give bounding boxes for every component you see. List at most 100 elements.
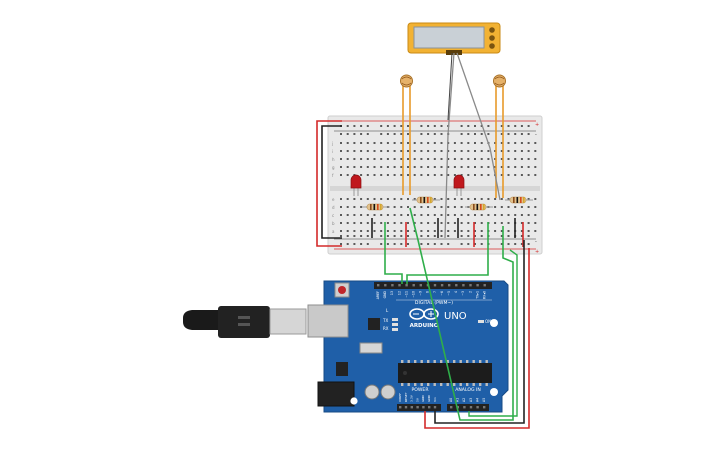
breadboard-hole[interactable]	[514, 174, 517, 176]
breadboard-hole[interactable]	[474, 235, 476, 237]
breadboard-hole[interactable]	[427, 206, 430, 208]
breadboard-hole[interactable]	[340, 235, 342, 237]
breadboard-hole[interactable]	[360, 158, 363, 160]
breadboard-hole[interactable]	[534, 158, 537, 160]
breadboard-hole[interactable]	[460, 142, 463, 144]
breadboard-hole[interactable]	[373, 198, 376, 200]
breadboard-hole[interactable]	[520, 150, 523, 152]
breadboard-hole[interactable]	[427, 158, 430, 160]
breadboard-hole[interactable]	[346, 142, 349, 144]
breadboard-hole[interactable]	[474, 158, 476, 160]
breadboard-hole[interactable]	[494, 142, 497, 144]
breadboard-hole[interactable]	[534, 174, 537, 176]
breadboard-hole[interactable]	[420, 206, 423, 208]
breadboard-hole[interactable]	[420, 125, 423, 127]
breadboard-hole[interactable]	[520, 214, 523, 216]
breadboard-hole[interactable]	[474, 230, 476, 232]
breadboard-hole[interactable]	[440, 214, 443, 216]
breadboard-hole[interactable]	[460, 230, 463, 232]
wire-black-rail-loop[interactable]	[321, 125, 342, 239]
breadboard-hole[interactable]	[366, 235, 369, 237]
breadboard-hole[interactable]	[360, 174, 363, 176]
breadboard-hole[interactable]	[420, 243, 423, 245]
breadboard-hole[interactable]	[507, 158, 510, 160]
breadboard-hole[interactable]	[460, 174, 463, 176]
breadboard-hole[interactable]	[413, 230, 416, 232]
breadboard-hole[interactable]	[386, 133, 389, 135]
breadboard-hole[interactable]	[346, 230, 349, 232]
breadboard-hole[interactable]	[453, 166, 456, 168]
analog-pin[interactable]	[483, 406, 486, 409]
breadboard-hole[interactable]	[474, 243, 476, 245]
breadboard-hole[interactable]	[413, 222, 416, 224]
wire-red-rail-loop[interactable]	[316, 120, 342, 247]
breadboard-hole[interactable]	[380, 158, 383, 160]
breadboard-hole[interactable]	[453, 150, 456, 152]
breadboard-hole[interactable]	[534, 206, 537, 208]
breadboard-hole[interactable]	[474, 166, 476, 168]
breadboard-hole[interactable]	[507, 150, 510, 152]
breadboard-hole[interactable]	[460, 198, 463, 200]
breadboard-hole[interactable]	[420, 214, 423, 216]
breadboard-hole[interactable]	[460, 243, 463, 245]
usb-plug-icon[interactable]	[183, 306, 307, 338]
power-pin[interactable]	[433, 406, 437, 409]
breadboard-hole[interactable]	[507, 235, 510, 237]
breadboard-hole[interactable]	[366, 158, 369, 160]
breadboard-hole[interactable]	[433, 150, 436, 152]
breadboard-hole[interactable]	[453, 230, 456, 232]
breadboard-hole[interactable]	[480, 222, 483, 224]
breadboard-hole[interactable]	[480, 214, 483, 216]
breadboard-hole[interactable]	[494, 166, 497, 168]
breadboard-hole[interactable]	[500, 214, 503, 216]
breadboard-hole[interactable]	[340, 158, 342, 160]
breadboard-hole[interactable]	[500, 174, 503, 176]
breadboard-hole[interactable]	[514, 214, 517, 216]
breadboard-hole[interactable]	[460, 158, 463, 160]
breadboard-hole[interactable]	[353, 222, 356, 224]
breadboard-hole[interactable]	[527, 125, 530, 127]
breadboard-hole[interactable]	[360, 125, 363, 127]
breadboard-hole[interactable]	[407, 230, 409, 232]
breadboard-hole[interactable]	[453, 206, 456, 208]
breadboard-hole[interactable]	[393, 222, 396, 224]
breadboard-hole[interactable]	[447, 150, 450, 152]
breadboard-hole[interactable]	[527, 243, 530, 245]
breadboard-hole[interactable]	[346, 150, 349, 152]
breadboard-hole[interactable]	[346, 158, 349, 160]
breadboard-hole[interactable]	[427, 235, 430, 237]
breadboard-hole[interactable]	[494, 150, 497, 152]
breadboard-hole[interactable]	[340, 198, 342, 200]
breadboard-hole[interactable]	[440, 230, 443, 232]
breadboard-hole[interactable]	[500, 158, 503, 160]
breadboard-hole[interactable]	[393, 142, 396, 144]
breadboard-hole[interactable]	[340, 222, 342, 224]
breadboard-hole[interactable]	[527, 206, 530, 208]
breadboard-hole[interactable]	[420, 150, 423, 152]
breadboard-hole[interactable]	[433, 198, 436, 200]
breadboard-hole[interactable]	[433, 166, 436, 168]
breadboard-hole[interactable]	[440, 243, 443, 245]
breadboard-hole[interactable]	[447, 166, 450, 168]
breadboard-hole[interactable]	[460, 125, 463, 127]
breadboard-hole[interactable]	[507, 125, 510, 127]
breadboard-hole[interactable]	[487, 198, 490, 200]
breadboard-hole[interactable]	[520, 222, 523, 224]
breadboard-hole[interactable]	[520, 243, 523, 245]
breadboard-hole[interactable]	[400, 158, 403, 160]
breadboard-hole[interactable]	[373, 174, 376, 176]
breadboard-hole[interactable]	[380, 198, 383, 200]
breadboard-hole[interactable]	[500, 243, 503, 245]
breadboard-hole[interactable]	[474, 133, 476, 135]
breadboard-hole[interactable]	[527, 198, 530, 200]
breadboard-hole[interactable]	[360, 214, 363, 216]
resistor-4[interactable]	[505, 196, 533, 204]
digital-pin[interactable]	[483, 284, 486, 287]
breadboard-hole[interactable]	[366, 133, 369, 135]
breadboard-hole[interactable]	[393, 214, 396, 216]
digital-pin[interactable]	[476, 284, 479, 287]
breadboard-hole[interactable]	[527, 150, 530, 152]
breadboard-hole[interactable]	[433, 125, 436, 127]
breadboard-hole[interactable]	[527, 214, 530, 216]
